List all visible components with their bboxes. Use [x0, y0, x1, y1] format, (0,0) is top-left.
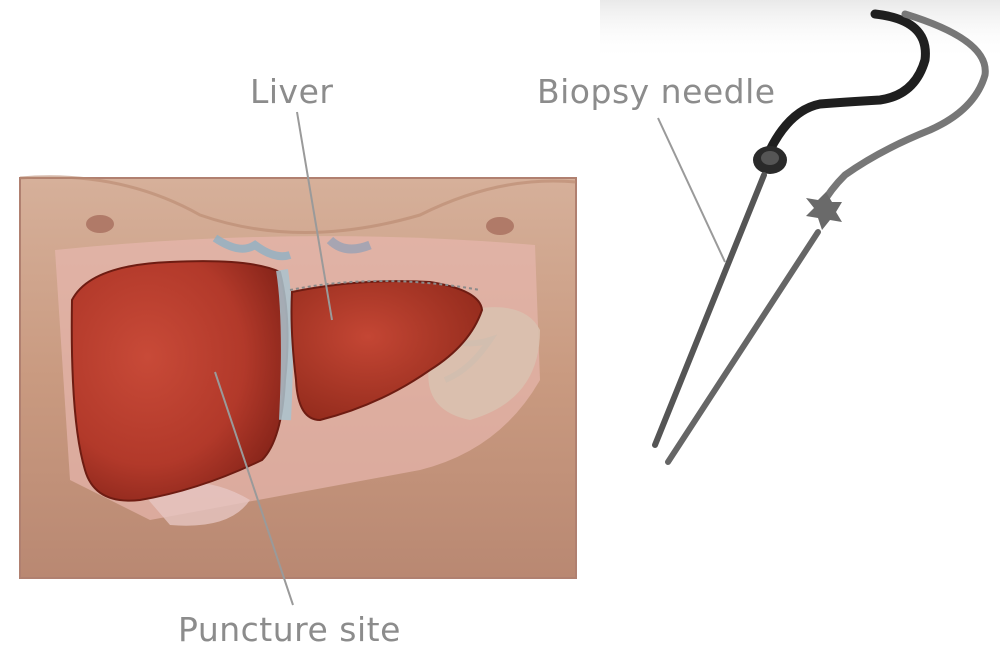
falciform-ligament — [282, 270, 287, 420]
liver-label: Liver — [250, 72, 333, 111]
puncture-site-label: Puncture site — [178, 610, 401, 649]
needle-shaft-1 — [655, 175, 764, 445]
needle-shaft-2 — [668, 232, 818, 462]
left-nipple — [86, 215, 114, 233]
torso-panel — [20, 177, 576, 578]
tube-clamp — [806, 192, 842, 230]
right-nipple — [486, 217, 514, 235]
biopsy-needle-label: Biopsy needle — [537, 72, 776, 111]
needle-leader-line — [658, 118, 725, 262]
